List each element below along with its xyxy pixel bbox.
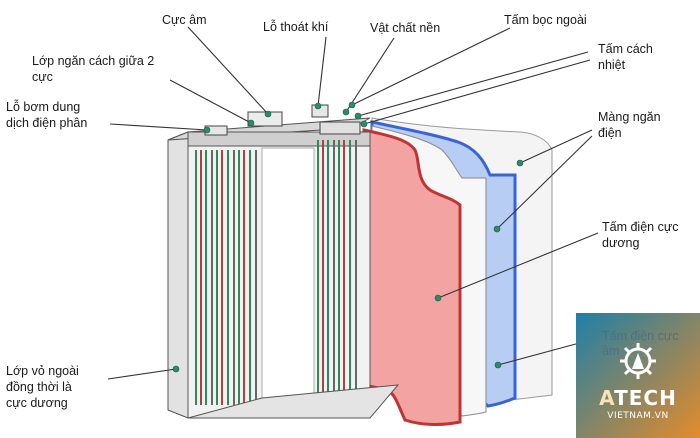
- label-lop-vo-line1: Lớp vỏ ngoài: [6, 364, 79, 379]
- label-tam-duong-line2: dương: [602, 236, 639, 251]
- label-lop-ngan-cach-line1: Lớp ngăn cách giữa 2: [32, 54, 154, 69]
- label-vat-chat-nen: Vật chất nền: [370, 21, 440, 36]
- logo-brand: ATECH: [576, 386, 700, 410]
- label-tam-duong-line1: Tấm điện cực: [602, 220, 678, 235]
- case-side: [168, 132, 188, 418]
- middle-gap: [262, 148, 314, 398]
- label-tam-cach-nhiet-line1: Tấm cách: [598, 42, 653, 57]
- label-lop-vo-line3: cực dương: [6, 396, 68, 411]
- label-lo-thoat-khi: Lỗ thoát khí: [263, 20, 328, 35]
- label-lo-bom-line2: dịch điện phân: [6, 116, 87, 131]
- label-mang-ngan-line2: điện: [598, 126, 622, 141]
- label-cuc-am: Cực âm: [162, 13, 206, 28]
- logo-subtitle: VIETNAM.VN: [576, 411, 700, 421]
- gear-icon: [614, 339, 662, 383]
- vent-base: [320, 122, 360, 134]
- label-lop-vo-line2: đồng thời là: [6, 380, 72, 395]
- atech-logo: Tấm điện cực âm ATECH VIETNAM.VN: [576, 313, 700, 438]
- label-tam-cach-nhiet-line2: nhiệt: [598, 58, 625, 73]
- label-lop-ngan-cach-line2: cực: [32, 70, 53, 85]
- label-tam-boc-ngoai: Tấm bọc ngoài: [504, 13, 587, 28]
- label-lo-bom-line1: Lỗ bơm dung: [6, 100, 80, 115]
- label-mang-ngan-line1: Màng ngăn: [598, 110, 661, 125]
